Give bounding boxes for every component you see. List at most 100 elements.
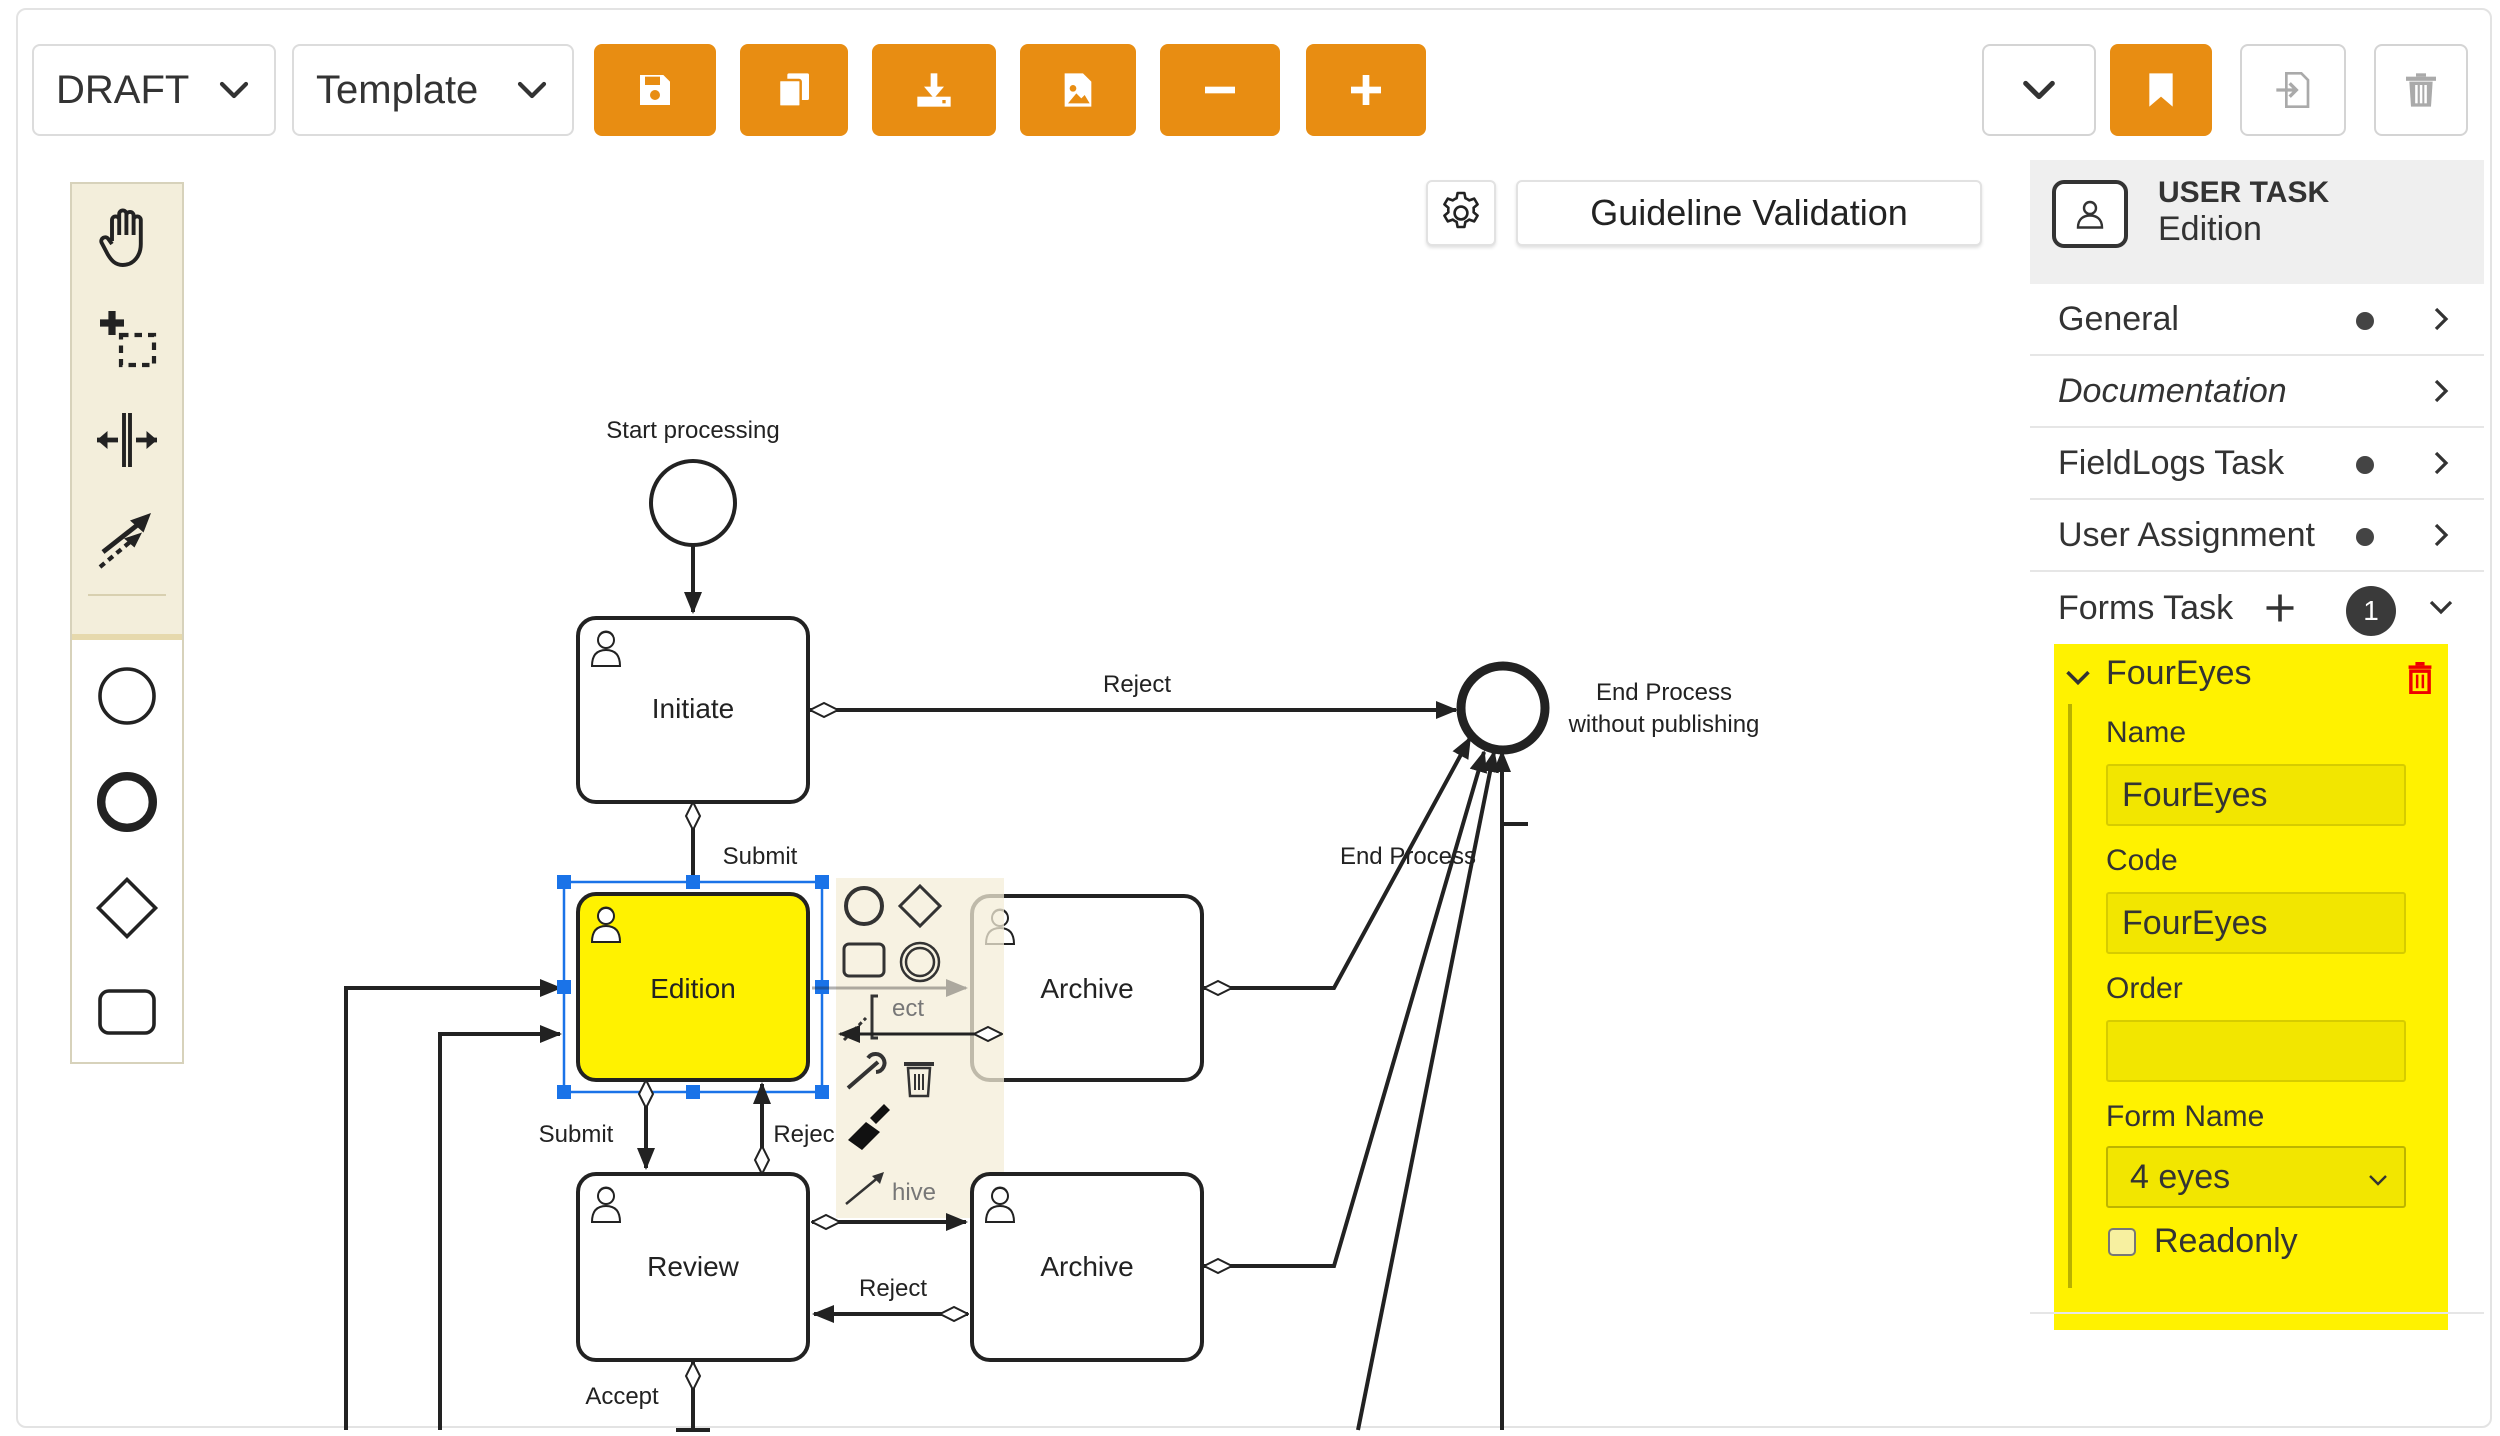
append-flow-icon[interactable] xyxy=(845,1175,881,1205)
order-label: Order xyxy=(2106,972,2183,1005)
end-event-icon xyxy=(96,771,158,833)
end-event-label-line1: End Process xyxy=(1596,679,1732,706)
flow-label: Rejec xyxy=(773,1121,834,1148)
trash-icon[interactable] xyxy=(2406,662,2434,694)
sequence-flow[interactable] xyxy=(1356,750,1499,1431)
chevron-right-icon xyxy=(2434,523,2449,547)
download-button[interactable] xyxy=(872,44,996,136)
diagram-canvas[interactable]: Start processing End Process without pub… xyxy=(0,0,2000,1436)
section-general[interactable]: General xyxy=(2030,284,2484,356)
connect-tool-icon xyxy=(98,513,151,569)
wrench-icon[interactable] xyxy=(846,1052,887,1090)
section-user-assignment[interactable]: User Assignment xyxy=(2030,500,2484,572)
flow-label: Reject xyxy=(859,1275,927,1302)
form-entry-title: FourEyes xyxy=(2106,654,2252,692)
gateway-icon xyxy=(95,876,159,940)
task-archive-bottom[interactable]: Archive xyxy=(970,1172,1204,1362)
sequence-flow[interactable] xyxy=(438,1025,562,1430)
task-label: Initiate xyxy=(652,693,735,724)
save-button[interactable] xyxy=(594,44,716,136)
connect-tool[interactable] xyxy=(72,490,182,590)
task-tool[interactable] xyxy=(72,962,182,1062)
bookmark-button[interactable] xyxy=(2110,44,2212,136)
zoom-in-button[interactable] xyxy=(1306,44,1426,136)
flow-label: Submit xyxy=(723,843,798,870)
color-picker-icon[interactable] xyxy=(848,1104,890,1150)
task-archive-top[interactable]: Archive xyxy=(970,894,1204,1082)
start-event-icon xyxy=(98,667,156,725)
task-label: Edition xyxy=(650,973,736,1004)
name-label: Name xyxy=(2106,716,2187,749)
chevron-down-icon[interactable] xyxy=(2064,664,2092,692)
more-options-button[interactable] xyxy=(1982,44,2096,136)
form-name-label: Form Name xyxy=(2106,1100,2265,1133)
end-event-tool[interactable] xyxy=(72,752,182,852)
start-event-tool[interactable] xyxy=(72,646,182,746)
name-field[interactable]: FourEyes xyxy=(2106,764,2406,826)
gear-icon xyxy=(1443,191,1479,229)
section-label: General xyxy=(2058,299,2179,338)
task-edition[interactable]: Edition xyxy=(576,892,810,1082)
append-end-event-icon[interactable] xyxy=(844,886,884,926)
guideline-validation-label: Guideline Validation xyxy=(1590,192,1908,233)
tool-group xyxy=(72,184,182,640)
task-label: Archive xyxy=(1040,973,1133,1004)
delete-button[interactable] xyxy=(2374,44,2468,136)
export-image-icon xyxy=(1064,73,1092,107)
import-button[interactable] xyxy=(2240,44,2346,136)
form-name-select[interactable]: 4 eyes xyxy=(2106,1146,2406,1208)
section-forms-task[interactable]: Forms Task 1 xyxy=(2030,572,2484,644)
gateway-tool[interactable] xyxy=(72,858,182,958)
code-field[interactable]: FourEyes xyxy=(2106,892,2406,954)
space-tool-icon xyxy=(97,413,157,467)
task-initiate[interactable]: Initiate xyxy=(576,616,810,804)
flow-label: Reject xyxy=(1103,671,1171,698)
settings-button[interactable] xyxy=(1426,180,1496,246)
order-field[interactable] xyxy=(2106,1020,2406,1082)
append-gateway-icon[interactable] xyxy=(897,883,943,929)
bookmark-icon xyxy=(2149,73,2173,107)
copy-icon xyxy=(777,73,809,108)
append-task-icon[interactable] xyxy=(842,942,886,978)
sequence-flow[interactable] xyxy=(1204,752,1484,1266)
chevron-down-icon xyxy=(219,81,249,99)
flow-label: Submit xyxy=(539,1121,614,1148)
hand-tool[interactable] xyxy=(72,188,182,288)
status-select-value: DRAFT xyxy=(56,67,190,112)
readonly-checkbox[interactable] xyxy=(2108,1228,2136,1256)
start-event[interactable] xyxy=(649,459,737,547)
import-icon xyxy=(2276,72,2310,108)
form-name-value: 4 eyes xyxy=(2130,1157,2231,1196)
task-label: Review xyxy=(647,1251,740,1282)
hand-tool-icon xyxy=(99,208,143,267)
zoom-out-button[interactable] xyxy=(1160,44,1280,136)
append-intermediate-event-icon[interactable] xyxy=(899,941,941,983)
plus-icon[interactable] xyxy=(2262,590,2298,626)
lasso-tool[interactable] xyxy=(72,288,182,388)
chevron-right-icon xyxy=(2434,451,2449,475)
has-data-indicator xyxy=(2356,456,2374,474)
section-label: FieldLogs Task xyxy=(2058,443,2285,482)
section-documentation[interactable]: Documentation xyxy=(2030,356,2484,428)
selection-outline xyxy=(557,875,829,1099)
end-event[interactable] xyxy=(1456,661,1550,755)
status-select[interactable]: DRAFT xyxy=(32,44,276,136)
space-tool[interactable] xyxy=(72,390,182,490)
chevron-right-icon xyxy=(2434,379,2449,403)
chevron-down-icon xyxy=(2369,1175,2387,1186)
sequence-flow[interactable] xyxy=(344,979,562,1430)
trash-icon xyxy=(2406,73,2436,107)
task-review[interactable]: Review xyxy=(576,1172,810,1362)
export-image-button[interactable] xyxy=(1020,44,1136,136)
code-label: Code xyxy=(2106,844,2178,877)
element-name: Edition xyxy=(2158,210,2262,248)
readonly-label: Readonly xyxy=(2154,1222,2298,1260)
guideline-validation-button[interactable]: Guideline Validation xyxy=(1516,180,1982,246)
copy-button[interactable] xyxy=(740,44,848,136)
template-select[interactable]: Template xyxy=(292,44,574,136)
form-entry: FourEyes Name FourEyes Code FourEyes Ord… xyxy=(2054,644,2448,1330)
delete-icon[interactable] xyxy=(904,1062,934,1098)
context-pad: ect hive xyxy=(836,878,1004,1218)
task-icon xyxy=(98,989,156,1035)
section-fieldlogs-task[interactable]: FieldLogs Task xyxy=(2030,428,2484,500)
